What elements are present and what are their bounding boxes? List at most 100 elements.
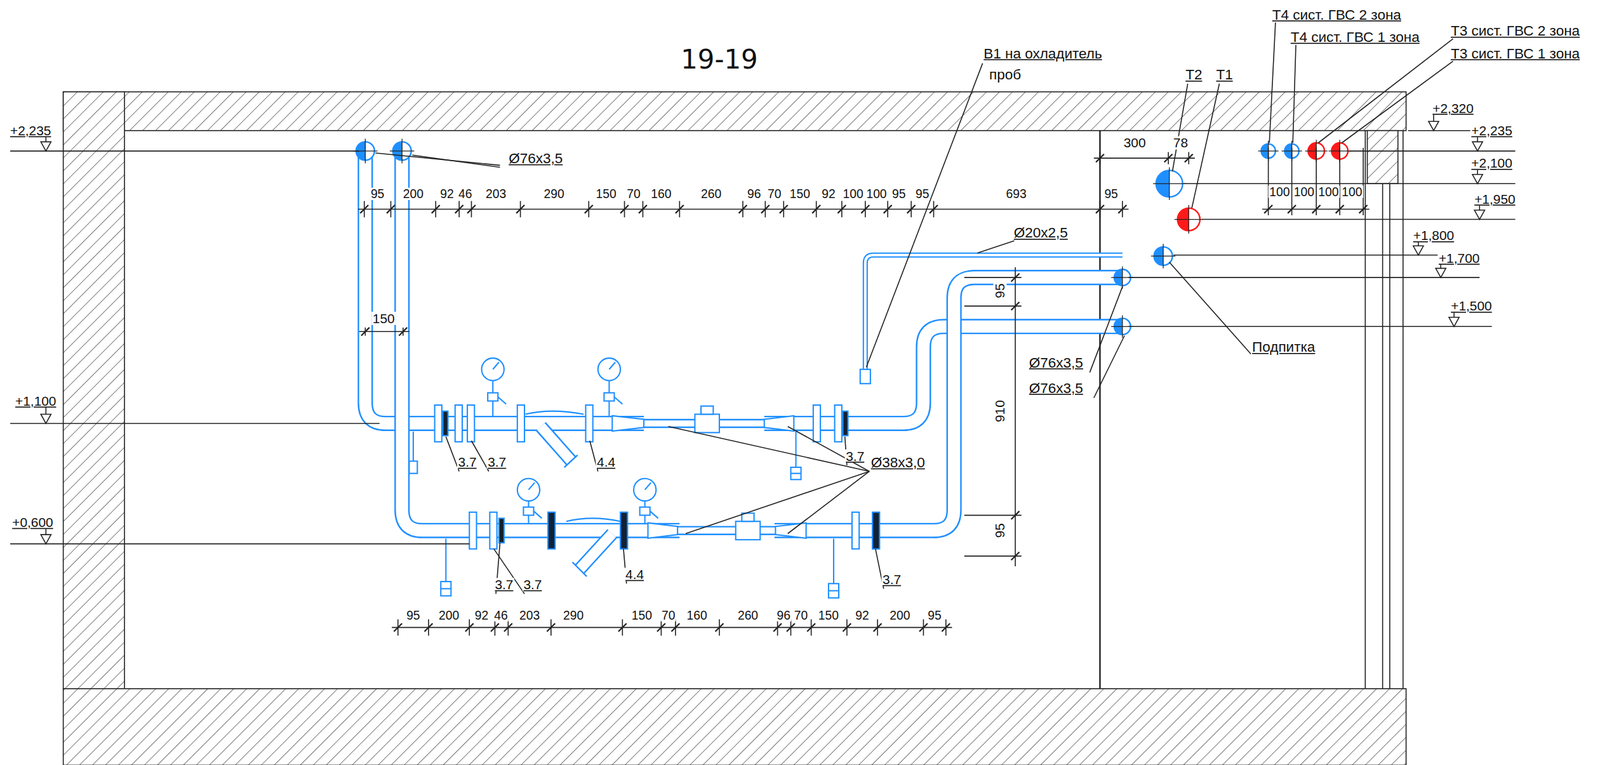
callout-label: +1,100: [13, 394, 58, 408]
walls: [1389, 183, 1391, 689]
leader-lines: [787, 426, 870, 472]
dimension-tick: [398, 327, 407, 336]
pressure-gauges: [598, 358, 621, 381]
pressure-gauges: [481, 358, 659, 524]
drains: [828, 589, 839, 592]
dimension-text: 95: [1103, 187, 1120, 200]
extension-line: [520, 201, 522, 218]
extension-line: [782, 201, 785, 218]
dimension-text: 46: [493, 608, 510, 621]
extension-line: [427, 619, 430, 637]
callout-label: +1,500: [1450, 299, 1494, 314]
callout-label: 3.7: [845, 449, 866, 463]
extension-line: [815, 201, 818, 218]
extension-line: [964, 514, 1022, 517]
elevation-mark: [40, 413, 51, 423]
drains: [440, 581, 451, 596]
extension-line: [1187, 151, 1190, 164]
extension-line: [1339, 147, 1341, 216]
strainers: [566, 518, 621, 522]
flanges: [585, 405, 593, 442]
pipe-sections: [353, 139, 1352, 338]
dimension-text: 290: [542, 187, 566, 200]
callout-label: Подпитка: [1251, 339, 1317, 354]
leader-lines: [977, 240, 1015, 253]
dimension-text: 95: [926, 608, 943, 621]
drains: [828, 583, 839, 598]
extension-line: [810, 619, 813, 637]
leader-lines: [1172, 83, 1188, 172]
dimension-text: 96: [746, 187, 762, 200]
flanges: [499, 518, 505, 543]
dimension-text: 100: [1317, 185, 1340, 198]
dimension-text: 95: [369, 187, 386, 200]
dimension-lines: [10, 114, 1515, 636]
callout-label: +2,235: [8, 123, 53, 138]
elevation-mark: [40, 534, 51, 544]
pipes: [865, 255, 1123, 380]
flanges: [517, 405, 525, 442]
strainers: [579, 533, 613, 570]
dimension-line: [359, 331, 410, 333]
elevation-line: [1349, 150, 1516, 152]
dimension-text: проб: [987, 67, 1022, 82]
walls: [63, 92, 1407, 765]
dimension-line: [1014, 267, 1016, 567]
dimension-text: 92: [473, 608, 490, 621]
flanges: [434, 405, 442, 442]
elevation-mark: [1472, 174, 1483, 184]
extension-line: [1267, 147, 1270, 216]
flanges: [442, 411, 448, 437]
leader-lines: [1169, 262, 1252, 355]
dimension-text: 150: [371, 311, 396, 326]
extension-line: [674, 619, 677, 637]
leader-lines: [493, 549, 525, 595]
elevation-mark: [1413, 245, 1424, 255]
drains: [408, 460, 418, 474]
callout-label: +2,100: [1470, 156, 1514, 171]
pressure-gauges: [633, 478, 656, 501]
leader-lines: [375, 153, 500, 166]
extension-line: [624, 201, 626, 218]
extension-line: [363, 201, 366, 218]
center-mark: [1174, 205, 1204, 234]
flanges: [852, 512, 860, 550]
callout-label: 3.7: [881, 572, 902, 587]
reducers: [612, 415, 644, 432]
elevation-line: [1201, 219, 1515, 221]
leader-lines: [668, 426, 870, 472]
callout-label: 3.7: [486, 455, 508, 470]
walls: [1382, 183, 1384, 689]
flanges: [455, 405, 463, 442]
dimension-text: 100: [1268, 185, 1291, 198]
walls: [63, 688, 1407, 765]
extension-line: [494, 619, 496, 637]
extension-line: [742, 201, 744, 218]
center-mark: [389, 139, 415, 164]
valves: [694, 413, 720, 433]
extension-line: [660, 619, 663, 637]
extension-line: [886, 201, 889, 218]
pressure-gauges: [528, 482, 535, 490]
extension-line: [365, 327, 367, 336]
dimension-text: 100: [841, 187, 865, 200]
leader-lines: [1269, 22, 1276, 143]
callout-label: Ø76x3,5: [1027, 354, 1084, 369]
reducers: [648, 523, 679, 539]
pressure-gauges: [608, 362, 616, 370]
extension-line: [1099, 151, 1101, 164]
dimension-text: 160: [650, 187, 673, 200]
elevation-mark: [1472, 141, 1483, 151]
dimension-text: 200: [888, 608, 912, 621]
flanges: [467, 405, 475, 442]
strainers: [579, 533, 613, 570]
strainers: [525, 411, 621, 577]
extension-line: [507, 619, 510, 637]
walls: [1402, 130, 1404, 689]
extension-line: [468, 619, 470, 637]
extension-line: [964, 305, 1022, 307]
dimension-text: 92: [820, 187, 837, 200]
extension-line: [1362, 147, 1364, 216]
extension-line: [964, 276, 1022, 279]
callout-label: Т2: [1184, 67, 1204, 82]
